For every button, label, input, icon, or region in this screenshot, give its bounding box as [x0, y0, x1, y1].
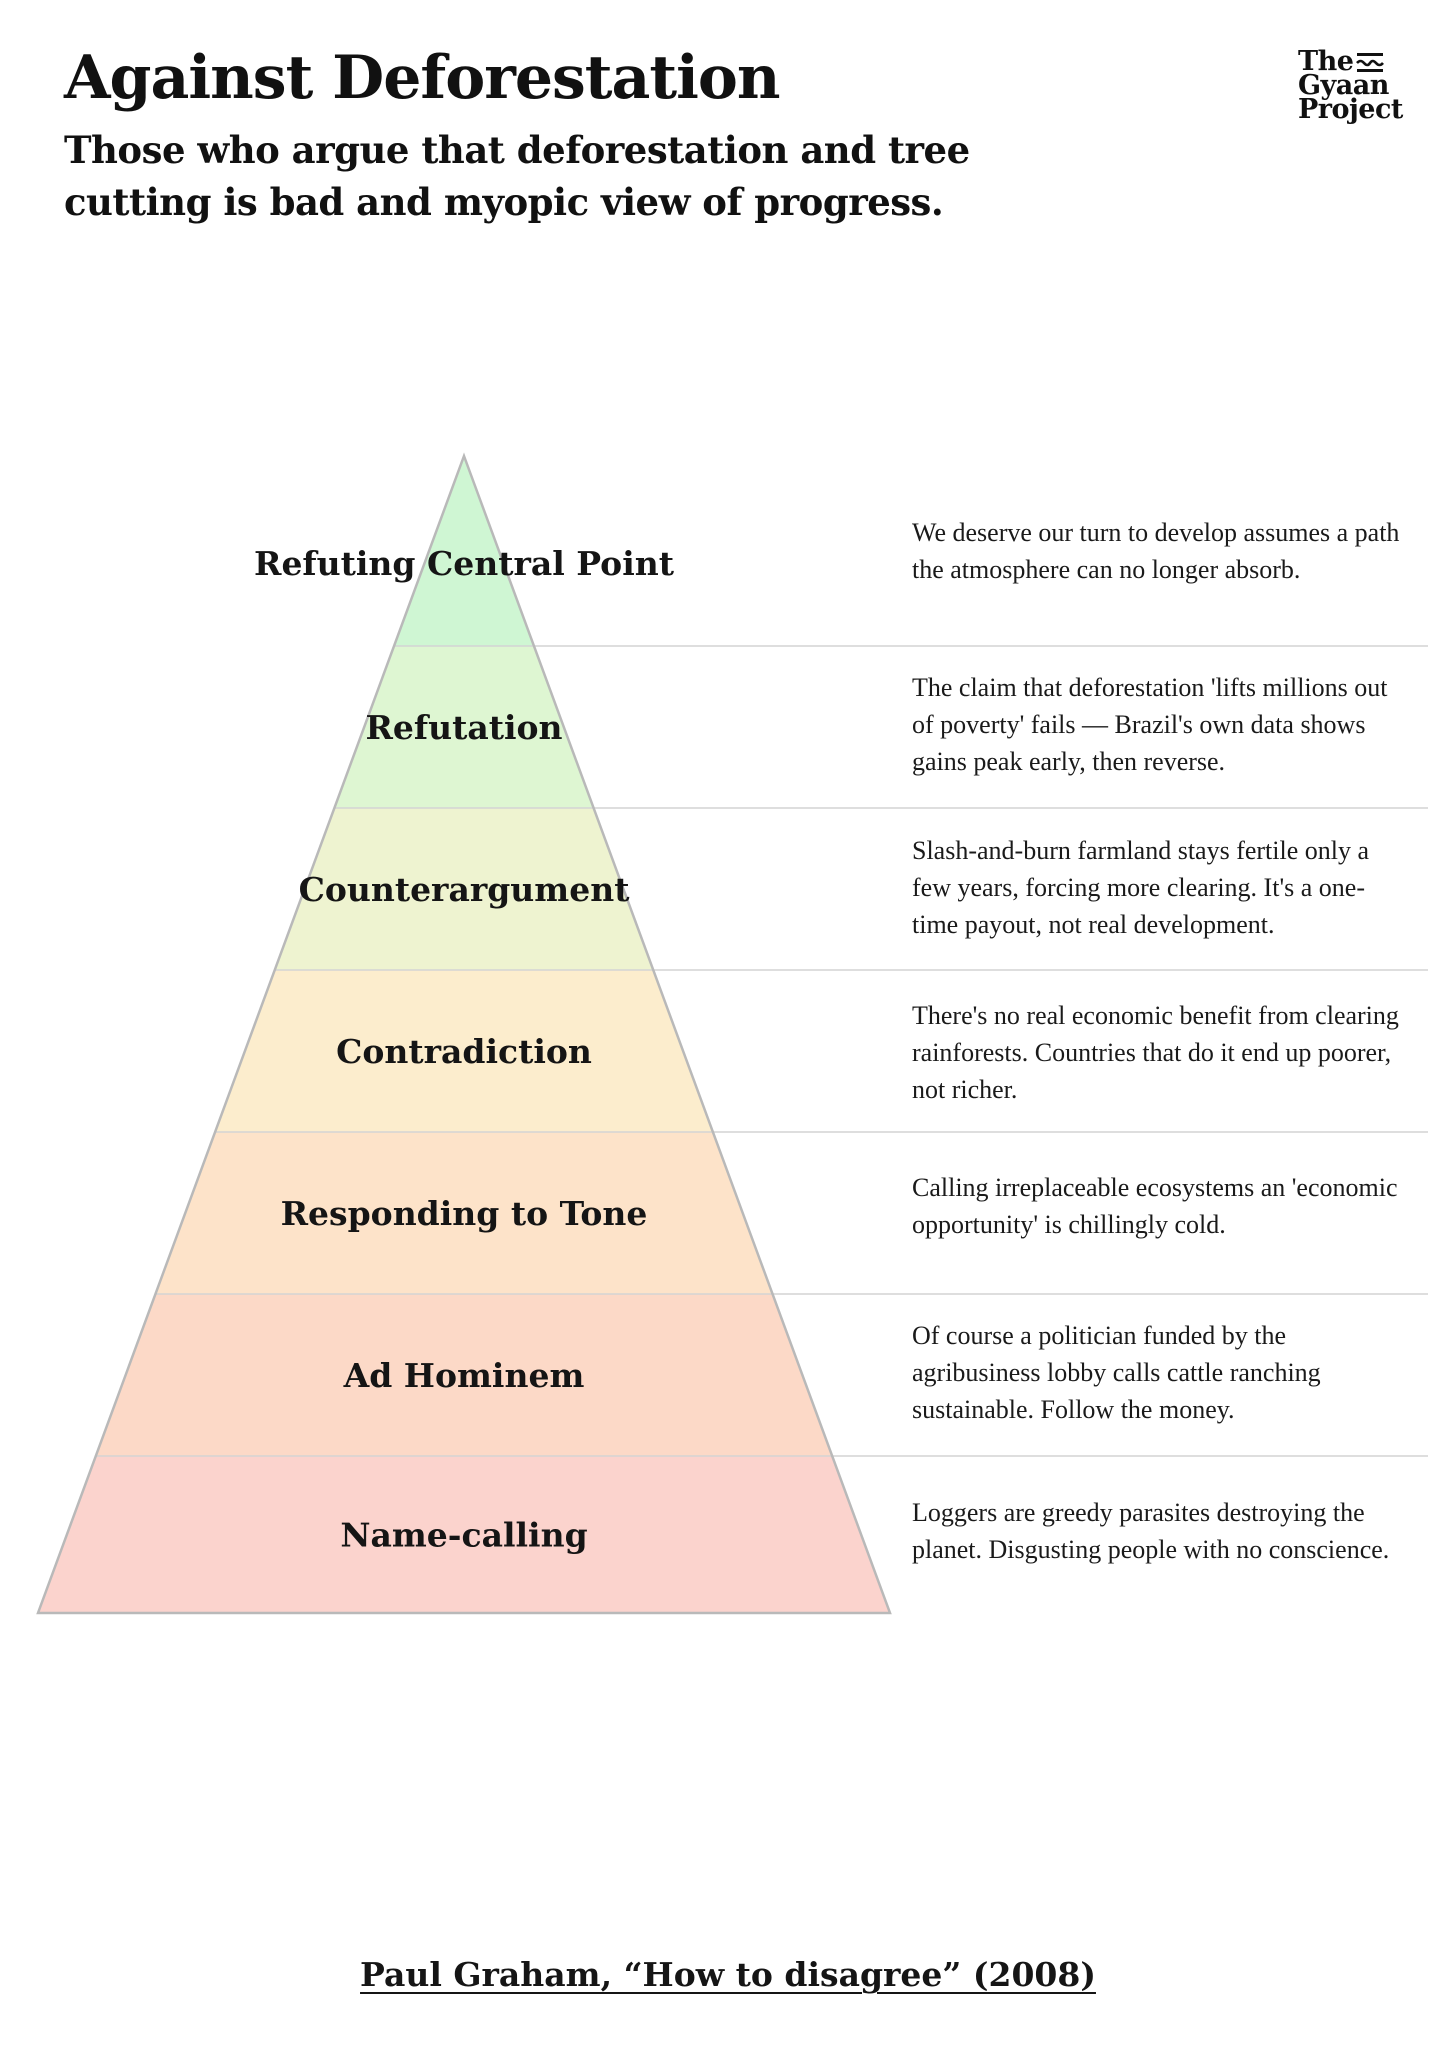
level-label: Responding to Tone [281, 1194, 648, 1233]
pyramid-band [95, 1294, 833, 1456]
gyaan-project-logo: The Gyaan Project [1298, 48, 1408, 125]
level-label: Contradiction [336, 1032, 592, 1071]
pyramid-band [155, 1132, 773, 1294]
level-label: Name-calling [340, 1516, 587, 1555]
source-citation: Paul Graham, “How to disagree” (2008) [360, 1955, 1096, 1994]
level-label: Ad Hominem [343, 1356, 585, 1395]
level-label: Counterargument [299, 870, 631, 909]
logo-word-gyaan: Gyaan [1298, 70, 1389, 101]
level-example-text: There's no real economic benefit from cl… [912, 1001, 1399, 1104]
level-example-text: Slash-and-burn farmland stays fertile on… [912, 836, 1370, 939]
pyramid-band [394, 456, 534, 646]
waves-icon [1356, 53, 1385, 72]
level-example-text: Calling irreplaceable ecosystems an 'eco… [912, 1173, 1398, 1239]
level-example-text: Loggers are greedy parasites destroying … [912, 1498, 1390, 1564]
level-example-text: We deserve our turn to develop assumes a… [912, 518, 1400, 584]
pyramid-outline [36, 452, 892, 1615]
pyramid-band [334, 646, 594, 808]
level-example-text: The claim that deforestation 'lifts mill… [912, 673, 1388, 776]
pyramid-band [215, 970, 713, 1132]
page-subtitle: Those who argue that deforestation and t… [64, 128, 970, 224]
pyramid-band [274, 808, 654, 970]
level-label: Refuting Central Point [254, 544, 675, 583]
logo-word-project: Project [1298, 94, 1403, 125]
logo-word-the: The [1298, 46, 1354, 77]
pyramid-band [38, 1456, 890, 1613]
level-label: Refutation [365, 708, 562, 747]
level-example-text: Of course a politician funded by the agr… [912, 1321, 1321, 1424]
page-title: Against Deforestation [64, 43, 781, 113]
